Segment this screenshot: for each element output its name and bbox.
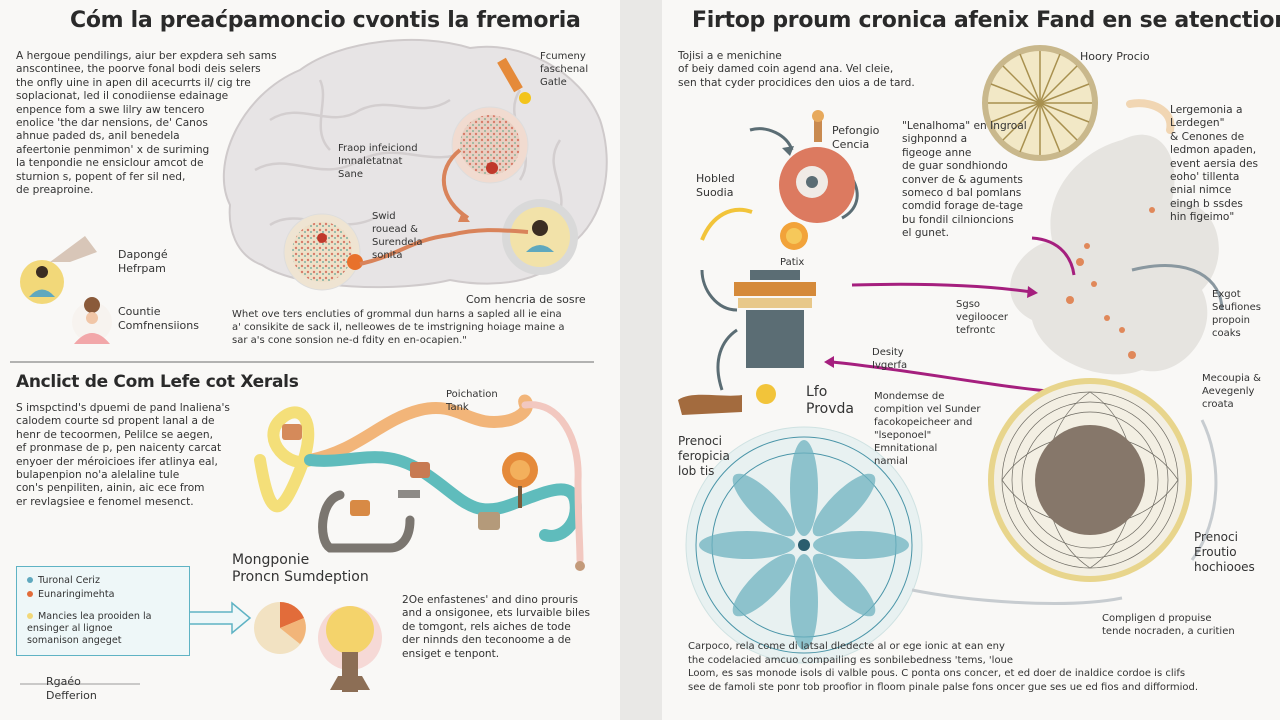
right-panel: Firtop proum cronica afenix Fand en se a…	[662, 0, 1280, 720]
legend-dot-icon	[27, 613, 33, 619]
callout-arrow	[187, 601, 252, 635]
hobled-label: Hobled Suodia	[696, 172, 735, 199]
legend-dot-icon	[27, 591, 33, 597]
synapse-label: Swid rouead & Surendela sonita	[372, 211, 423, 261]
legend-callout: Turonal Ceriz Eunaringimehta Mancies lea…	[16, 566, 190, 656]
sgso-label: Sgso vegiloocer tefrontc	[956, 299, 1008, 336]
node-icon	[282, 424, 302, 440]
process-label: Fraop infeiciond Imnaletatnat Sane	[338, 143, 418, 180]
section2-title: Anclict de Com Lefe cot Xerals	[16, 372, 299, 392]
cycle-arrow	[749, 127, 794, 151]
section2-text: S imspctind's dpuemi de pand lnaliena's …	[16, 402, 230, 508]
pathway-yellow	[254, 406, 316, 513]
right-title: Firtop proum cronica afenix Fand en se a…	[692, 8, 1280, 33]
left-intro-text: A hergoue pendilings, aiur ber expdera s…	[16, 50, 277, 197]
legend-item-2: Eunaringimehta	[27, 589, 115, 601]
compligen-label: Compligen d propuise tende nocraden, a c…	[1102, 613, 1235, 637]
yellow-arrow	[700, 207, 753, 241]
brain-caption: Whet ove ters encluties of grommal dun h…	[232, 309, 565, 346]
brain-caption-heading: Com hencria de sosre	[466, 293, 586, 306]
person-label-2: Countie Comfnensiions	[118, 305, 199, 332]
pathway-gray	[318, 490, 415, 553]
right-intro-text: Tojisi a e menichine of beiy damed coin …	[678, 50, 915, 89]
right-bottom-text: Carpoco, rela come di latsal dledecte al…	[688, 641, 1199, 693]
center-text: "Lenalhoma" en Ingroal sighponnd a figeo…	[902, 120, 1027, 240]
patix-label: Patix	[780, 257, 805, 268]
ice-cream-icon	[50, 236, 97, 262]
signal-arrow	[359, 228, 529, 266]
lfo-label: Lfo Provda	[806, 384, 854, 417]
left-panel: Cóm la preaćpamoncio cvontis la fremoria…	[0, 0, 620, 720]
wood-icon	[678, 394, 742, 415]
person-label-1: Dapongé Hefrpam	[118, 248, 168, 275]
pefongio-label: Pefongio Cencia	[832, 124, 880, 151]
prenoci-left-label: Prenoci feropicia lob tis	[678, 434, 730, 478]
pathway-label: Poichation Tank	[446, 389, 498, 413]
desity-label: Desity Ivgerfa	[872, 347, 908, 371]
monderne-text: Mondemse de compition vel Sunder facokop…	[874, 391, 981, 467]
mong-label: Mongponie Proncn Sumdeption	[232, 552, 369, 585]
prenoci-right-label: Prenoci Eroutio hochiooes	[1194, 530, 1255, 574]
legend-dot-icon	[27, 577, 33, 583]
person-icon-1	[20, 260, 64, 304]
magenta-arrow-1	[851, 282, 1033, 294]
legend-item-3: Mancies lea prooiden la ensinger al lign…	[27, 611, 152, 646]
exgot-label: Exgot Seufiones propoin coaks	[1212, 289, 1261, 339]
left-illustration	[10, 38, 608, 692]
hoory-label: Hoory Procio	[1080, 50, 1150, 63]
legend-item-1: Turonal Ceriz	[27, 575, 100, 587]
magenta-arrow-2	[831, 360, 1061, 394]
cluster-dots	[1066, 207, 1155, 359]
right-side-label: Lergemonia a Lerdegen" & Cenones de ledm…	[1170, 104, 1258, 224]
mecoupia-label: Mecoupia & Aevegenly croata	[1202, 373, 1261, 410]
left-title: Cóm la preaćpamoncio cvontis la fremoria	[70, 8, 581, 33]
bottom-text: 2Oe enfastenes' and dino prouris and a o…	[402, 594, 590, 660]
torch-icon	[497, 57, 523, 93]
top-right-label: Fcumeny faschenal Gatle	[540, 51, 589, 88]
right-illustration	[678, 45, 1224, 664]
footer-label: Rgaéo Defferion	[46, 675, 97, 702]
device-icon	[750, 270, 800, 280]
cell-cluster	[1010, 134, 1219, 375]
